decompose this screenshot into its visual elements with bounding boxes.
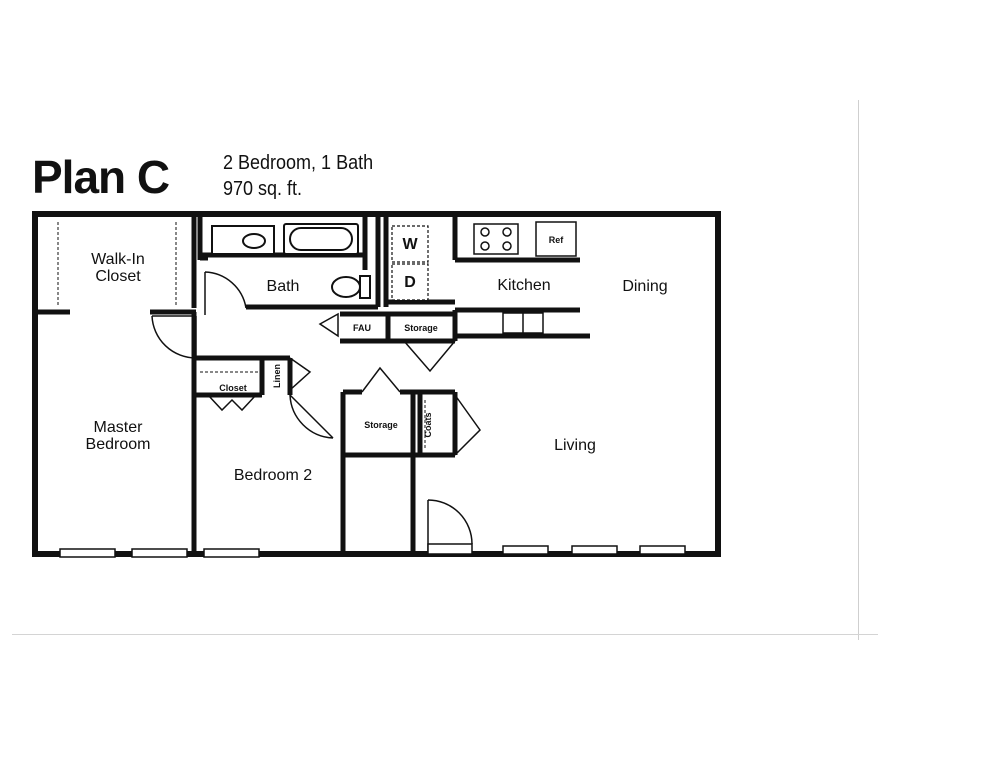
coats-label: Coats bbox=[423, 412, 433, 437]
room-labels: Walk-In Closet Bath W D Kitchen Dining R… bbox=[86, 235, 668, 484]
burner-icon bbox=[480, 241, 490, 251]
paper-edge-right bbox=[858, 100, 877, 640]
door-linen bbox=[289, 357, 312, 391]
bathtub-basin bbox=[289, 227, 353, 251]
master-bedroom-label-1: Master bbox=[94, 419, 144, 436]
refrigerator bbox=[535, 221, 577, 257]
living-label: Living bbox=[554, 437, 596, 454]
window-living-1 bbox=[502, 545, 549, 555]
interior-walls bbox=[37, 216, 590, 552]
bedroom-2-label: Bedroom 2 bbox=[234, 467, 312, 484]
closet-shelves bbox=[57, 222, 426, 450]
door-storage-hall bbox=[361, 366, 401, 393]
window-master-1 bbox=[59, 548, 116, 558]
door-storage-kitchen bbox=[403, 340, 456, 373]
paper-edge-bottom bbox=[12, 634, 878, 635]
toilet-icon bbox=[331, 276, 361, 298]
linen-label: Linen bbox=[272, 364, 282, 388]
closet-label: Closet bbox=[219, 383, 247, 393]
washer-label: W bbox=[402, 236, 418, 253]
walk-in-closet-label-1: Walk-In bbox=[91, 251, 145, 268]
kitchen-label: Kitchen bbox=[497, 277, 550, 294]
burner-icon bbox=[480, 227, 490, 237]
master-bedroom-label-2: Bedroom bbox=[86, 436, 151, 453]
storage-kitchen-label: Storage bbox=[404, 323, 438, 333]
window-bedroom2 bbox=[203, 548, 260, 558]
bath-fixtures bbox=[211, 223, 371, 299]
door-closet bbox=[207, 394, 257, 412]
dryer-label: D bbox=[404, 274, 416, 291]
plan-title: Plan C bbox=[32, 151, 170, 203]
washer-dryer bbox=[391, 225, 429, 301]
window-living-3 bbox=[639, 545, 686, 555]
sink-icon bbox=[242, 233, 266, 249]
outer-walls bbox=[32, 211, 721, 557]
refrigerator-label: Ref bbox=[549, 235, 565, 245]
door-bedroom2 bbox=[289, 394, 334, 439]
entry-threshold bbox=[427, 543, 473, 555]
washer bbox=[391, 225, 429, 263]
door-fau bbox=[318, 312, 339, 338]
plan-bedrooms-baths: 2 Bedroom, 1 Bath bbox=[223, 152, 374, 174]
toilet-tank bbox=[359, 275, 371, 299]
burner-icon bbox=[502, 241, 512, 251]
stove bbox=[473, 223, 519, 255]
window-master-2 bbox=[131, 548, 188, 558]
windows bbox=[59, 545, 686, 558]
fau-label: FAU bbox=[353, 323, 371, 333]
bath-label: Bath bbox=[267, 278, 300, 295]
dryer bbox=[391, 263, 429, 301]
plan-area: 970 sq. ft. bbox=[223, 178, 303, 200]
window-living-2 bbox=[571, 545, 618, 555]
door-swings bbox=[151, 271, 481, 555]
dining-label: Dining bbox=[622, 278, 667, 295]
door-bath bbox=[204, 271, 247, 315]
burner-icon bbox=[502, 227, 512, 237]
storage-hall-label: Storage bbox=[364, 420, 398, 430]
door-master bbox=[151, 315, 197, 359]
kitchen-fixtures bbox=[473, 221, 577, 334]
walk-in-closet-label-2: Closet bbox=[95, 268, 141, 285]
door-coats bbox=[454, 394, 481, 456]
